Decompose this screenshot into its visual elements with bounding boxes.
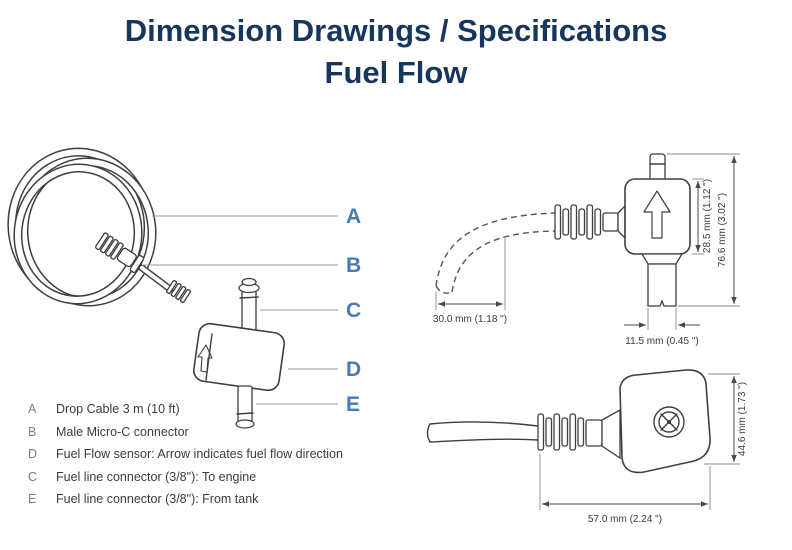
page-title-line1: Dimension Drawings / Specifications (124, 13, 668, 48)
callout-b: B (346, 254, 361, 277)
legend-key: E (28, 492, 37, 506)
strain-relief-drawing (166, 280, 191, 304)
dim-cable-bend: 30.0 mm (1.18 ") (433, 314, 507, 325)
callout-d: D (346, 358, 361, 381)
connector-ribs-drawing (554, 204, 626, 240)
callout-a: A (346, 205, 361, 228)
legend-text: Fuel line connector (3/8"): From tank (56, 492, 259, 506)
micro-c-connector-drawing (95, 232, 145, 274)
cable-assembly-illustration: A B C D E (7, 147, 361, 429)
side-dimension-drawing: 44.6 mm (1.73 ") 57.0 mm (2.24 ") (426, 369, 748, 525)
legend-text: Fuel line connector (3/8"): To engine (56, 469, 257, 484)
dim-side-height: 44.6 mm (1.73 ") (737, 382, 748, 456)
legend-key: A (28, 402, 37, 416)
fuel-flow-sensor-body-drawing (193, 322, 285, 392)
dim-overall-height: 76.6 mm (3.02 ") (717, 193, 728, 267)
legend-text: Drop Cable 3 m (10 ft) (56, 402, 180, 416)
dim-body-height: 28.5 mm (1.12 ") (702, 179, 713, 253)
legend-item-d: D Fuel Flow sensor: Arrow indicates fuel… (28, 447, 343, 461)
legend-item-c: C Fuel line connector (3/8"): To engine (28, 470, 343, 484)
sensor-body-front-drawing (624, 153, 691, 307)
legend-key: B (28, 424, 37, 439)
connector-ribs-side-drawing (537, 408, 621, 460)
fuel-line-connector-top-drawing (238, 277, 260, 333)
legend-key: D (28, 447, 38, 461)
page-title-line2: Fuel Flow (324, 55, 468, 91)
cable-side-drawing (426, 421, 539, 443)
flow-arrow-icon (197, 344, 213, 373)
screw-boss-icon (653, 406, 685, 438)
sensor-body-side-drawing (619, 369, 711, 474)
callout-e: E (346, 393, 360, 416)
dashed-cable-drawing (435, 212, 556, 294)
legend-item-b: B Male Micro-C connector (28, 425, 343, 439)
side-view-dimensions: 44.6 mm (1.73 ") 57.0 mm (2.24 ") (539, 373, 748, 525)
callout-c: C (346, 299, 361, 322)
front-view-dimensions: 28.5 mm (1.12 ") 76.6 mm (3.02 ") 30.0 m… (433, 153, 740, 347)
callout-leader-lines (142, 215, 338, 405)
legend-key: C (28, 469, 38, 484)
front-dimension-drawing: 28.5 mm (1.12 ") 76.6 mm (3.02 ") 30.0 m… (433, 153, 740, 347)
dim-pipe-width: 11.5 mm (0.45 ") (625, 336, 698, 347)
legend-item-a: A Drop Cable 3 m (10 ft) (28, 402, 343, 416)
dim-side-width: 57.0 mm (2.24 ") (588, 514, 662, 525)
legend-item-e: E Fuel line connector (3/8"): From tank (28, 492, 343, 506)
flow-direction-arrow-icon (643, 190, 671, 239)
legend-text: Fuel Flow sensor: Arrow indicates fuel f… (56, 447, 343, 461)
legend: A Drop Cable 3 m (10 ft) B Male Micro-C … (28, 402, 343, 515)
page-title: Dimension Drawings / Specifications Fuel… (0, 10, 792, 94)
coiled-cable-drawing (7, 147, 157, 307)
legend-text: Male Micro-C connector (56, 424, 189, 439)
pipe-stub-drawing (647, 263, 677, 307)
fuel-line-connector-bottom-drawing (235, 385, 255, 429)
